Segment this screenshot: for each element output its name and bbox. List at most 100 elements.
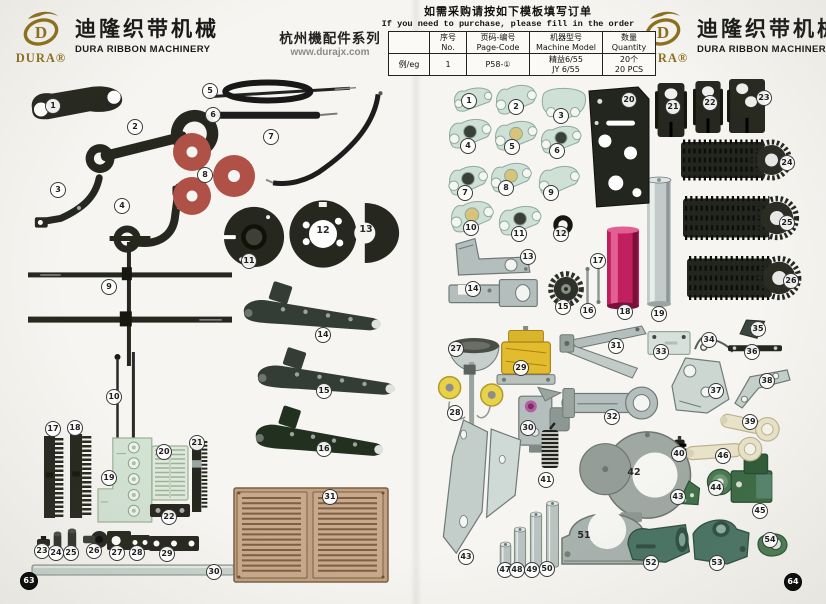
part-19-badge: 19 <box>651 306 667 322</box>
part-26-figure <box>687 251 802 310</box>
part-31-figure <box>233 487 389 587</box>
part-13-badge: 13 <box>359 224 373 235</box>
part-25-figure <box>683 191 800 250</box>
logo-english-text: DURA RIBBON MACHINERY <box>697 44 826 56</box>
part-18-figure <box>70 430 92 527</box>
part-52-badge: 52 <box>643 555 659 571</box>
part-18-badge: 18 <box>617 304 633 320</box>
part-30-badge: 30 <box>206 564 222 580</box>
part-49-badge: 49 <box>524 562 540 578</box>
part-36-badge: 36 <box>744 344 760 360</box>
part-21-badge: 21 <box>665 99 681 115</box>
part-41-badge: 41 <box>538 472 554 488</box>
part-51-badge: 51 <box>577 530 591 541</box>
part-10-figure <box>449 199 495 238</box>
part-20-figure <box>587 86 651 212</box>
part-21-figure <box>192 438 208 517</box>
part-28-badge: 28 <box>447 405 463 421</box>
part-30-badge: 30 <box>520 420 536 436</box>
part-15-figure <box>252 347 402 413</box>
part-43-figure <box>436 418 528 561</box>
part-53-figure <box>690 514 752 569</box>
part-28-badge: 28 <box>129 545 145 561</box>
logo-english-text: DURA RIBBON MACHINERY <box>75 44 211 56</box>
part-7-badge: 7 <box>263 129 279 145</box>
part-26-figure <box>83 530 108 554</box>
part-1-badge: 1 <box>45 98 61 114</box>
part-33-badge: 33 <box>653 344 669 360</box>
part-17-badge: 17 <box>590 253 606 269</box>
part-31-figure <box>559 324 647 383</box>
page-fold <box>410 0 422 604</box>
part-31-badge: 31 <box>322 489 338 505</box>
part-22-badge: 22 <box>702 95 718 111</box>
part-27-badge: 27 <box>448 341 464 357</box>
part-19-figure <box>646 176 672 313</box>
part-4-figure <box>447 117 493 154</box>
part-8-figure <box>172 132 262 219</box>
series-label: 杭州機配件系列 www.durajx.com <box>262 27 398 58</box>
part-19-badge: 19 <box>101 470 117 486</box>
part-14-badge: 14 <box>315 327 331 343</box>
part-9-figure <box>28 236 232 371</box>
logo-left: D DURA® 迪隆织带机械 DURA RIBBON MACHINERY <box>14 8 219 66</box>
part-24-figure <box>681 135 792 190</box>
part-32-figure <box>560 384 659 427</box>
part-18-figure <box>607 226 639 315</box>
part-43-badge: 43 <box>458 549 474 565</box>
part-4-badge: 4 <box>114 198 130 214</box>
part-26-badge: 26 <box>86 543 102 559</box>
part-6-badge: 6 <box>549 143 565 159</box>
part-37-figure <box>670 356 732 421</box>
part-16-figure <box>250 405 390 475</box>
part-22-badge: 22 <box>161 509 177 525</box>
part-53-badge: 53 <box>709 555 725 571</box>
part-31-badge: 31 <box>608 338 624 354</box>
order-note-chinese: 如需采购请按如下模板填写订单 <box>424 6 592 18</box>
logo-chinese-text: 迪隆织带机械 <box>697 17 826 41</box>
part-27-badge: 27 <box>109 545 125 561</box>
part-15-badge: 15 <box>555 299 571 315</box>
part-8-badge: 8 <box>197 167 213 183</box>
series-url: www.durajx.com <box>290 47 370 58</box>
svg-text:D: D <box>35 23 47 42</box>
part-49-figure <box>528 511 544 576</box>
part-13-figure <box>354 202 400 269</box>
part-19-figure <box>96 436 156 529</box>
part-32-badge: 32 <box>604 409 620 425</box>
part-6-badge: 6 <box>205 107 221 123</box>
part-34-badge: 34 <box>701 332 717 348</box>
part-16-badge: 16 <box>316 441 332 457</box>
part-24-badge: 24 <box>48 545 64 561</box>
part-14-figure <box>448 277 539 314</box>
part-4-badge: 4 <box>460 138 476 154</box>
part-35-badge: 35 <box>750 321 766 337</box>
part-3-figure <box>539 84 587 127</box>
part-10-badge: 10 <box>106 389 122 405</box>
part-44-badge: 44 <box>708 480 724 496</box>
part-48-badge: 48 <box>509 562 525 578</box>
part-54-badge: 54 <box>762 532 778 548</box>
part-12-figure <box>288 200 358 271</box>
part-42-badge: 42 <box>627 467 641 478</box>
part-7-badge: 7 <box>457 185 473 201</box>
part-25-badge: 25 <box>63 545 79 561</box>
part-50-badge: 50 <box>539 561 555 577</box>
part-27-figure <box>107 531 131 555</box>
part-2-badge: 2 <box>508 99 524 115</box>
part-26-badge: 26 <box>783 273 799 289</box>
part-11-badge: 11 <box>511 226 527 242</box>
part-11-figure <box>497 204 543 241</box>
part-23-figure <box>727 79 767 138</box>
part-52-figure <box>626 518 692 571</box>
part-46-badge: 46 <box>715 448 731 464</box>
part-5-badge: 5 <box>504 139 520 155</box>
series-chinese: 杭州機配件系列 <box>279 31 381 46</box>
part-21-badge: 21 <box>189 435 205 451</box>
part-14-badge: 14 <box>465 281 481 297</box>
svg-text:D: D <box>657 23 669 42</box>
part-9-badge: 9 <box>543 185 559 201</box>
dura-emblem-icon: D <box>18 8 64 53</box>
